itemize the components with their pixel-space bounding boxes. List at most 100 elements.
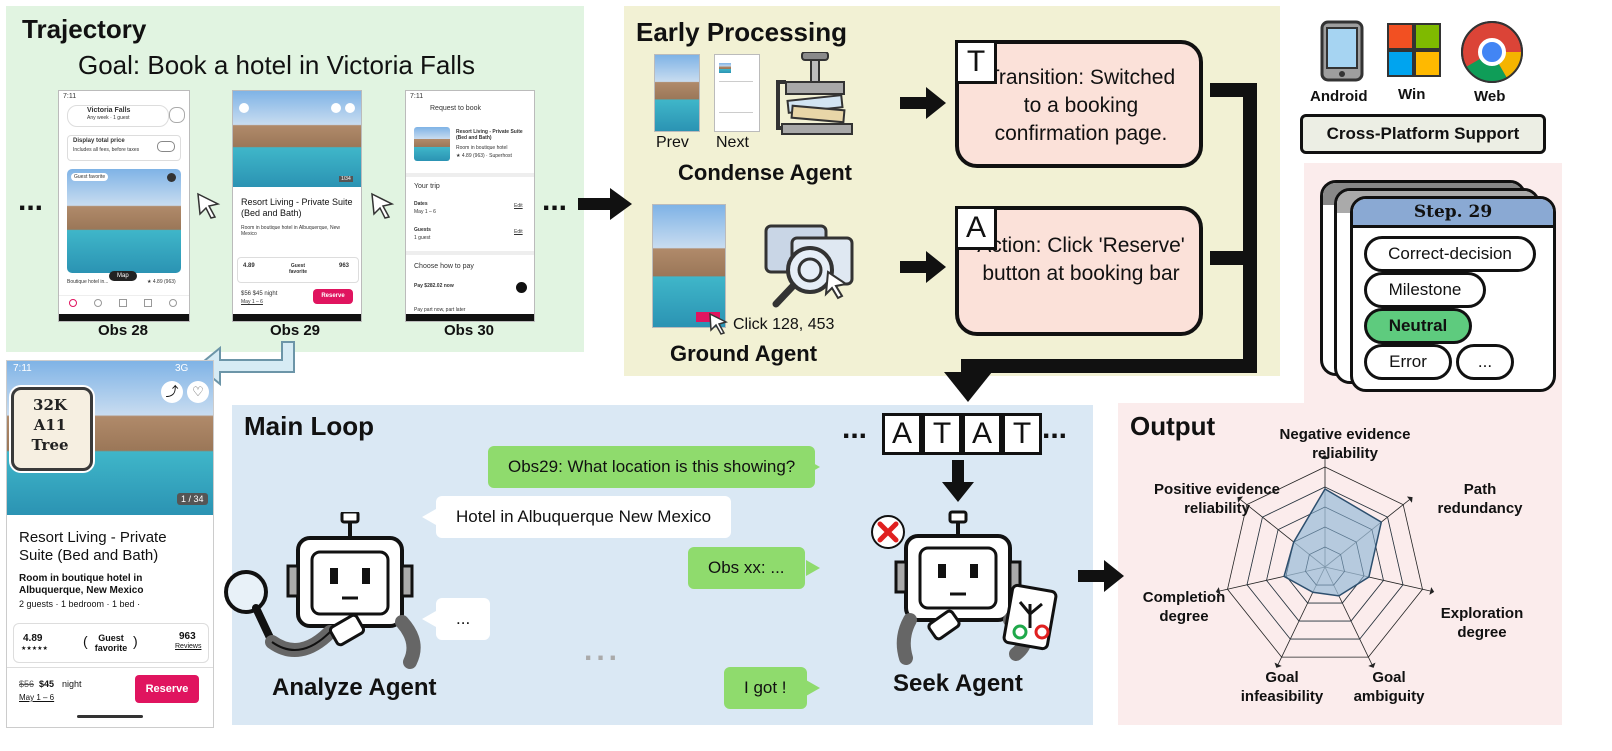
heart-icon[interactable] [345,103,355,113]
search-location: Victoria Falls [87,107,131,114]
dates-edit[interactable]: Edit [514,203,523,209]
reserve-button[interactable]: Reserve [135,675,199,703]
ground-thumbnail [652,204,726,328]
toggle-sub: Includes all fees, before taxes [73,147,140,153]
listing-name: Boutique hotel in... [67,279,109,285]
listing-photo[interactable] [233,91,361,187]
nav-wishlist-icon[interactable] [94,299,102,307]
pay-now[interactable]: Pay $282.02 now [414,283,454,289]
divider [406,173,534,177]
bubble-tail [422,509,436,525]
radar-grid-overlay [1246,486,1404,640]
search-sub: Any week · 1 guest [87,115,130,121]
radar-data-area [1283,487,1383,597]
price-toggle-card[interactable] [67,135,181,161]
radar-axis-arrow [1321,455,1329,459]
guest-favorite: Guest favorite [94,633,128,653]
search-bar[interactable] [67,105,169,127]
zoom-details: 2 guests · 1 bedroom · 1 bed · [19,599,141,609]
back-icon[interactable] [239,103,249,113]
heart-icon[interactable]: ♡ [187,381,209,403]
seek-agent-label: Seek Agent [893,670,1023,697]
filter-icon[interactable] [169,107,185,123]
toggle-switch[interactable] [157,141,175,152]
radar-chart [1215,455,1435,668]
chrome-icon [1461,21,1523,83]
windows-icon [1387,23,1441,77]
zoom-status-signal: 3G [175,363,189,374]
option-milestone[interactable]: Milestone [1364,272,1486,308]
toggle-title: Display total price [73,138,125,144]
option-correct-decision[interactable]: Correct-decision [1364,236,1536,272]
option-error[interactable]: Error [1364,344,1452,380]
radio-selected[interactable] [516,282,527,293]
nav-inbox-icon[interactable] [144,299,152,307]
axis-label-exploration: Exploration degree [1440,605,1524,641]
trajectory-title: Trajectory [22,14,147,44]
arrow-down [942,460,974,502]
stamp-text: 32K A11 Tree [31,396,69,454]
next-thumb-lines [719,81,753,113]
android-label: Android [1310,88,1368,105]
guests-edit[interactable]: Edit [514,229,523,235]
axis-label-path-redundancy: Path redundancy [1437,481,1523,517]
axis-label-goal-infeasibility: Goal infeasibility [1240,669,1324,705]
conversation-ellipsis: ... [584,634,622,667]
price-unit: night [62,679,82,689]
axis-label-completion: Completion degree [1142,589,1226,625]
dates-value: May 1 – 6 [414,209,436,215]
zoom-sub: Room in boutique hotel in Albuquerque, N… [19,573,144,596]
price: $56 $45 night [241,291,278,297]
price-old: $56 [19,679,35,689]
step-label: Step. 29 [1413,202,1493,222]
listing-title: Resort Living - Private Suite (Bed and B… [456,129,523,141]
analyze-agent-label: Analyze Agent [272,674,437,701]
ground-thumb-reserve [696,312,720,322]
heart-icon[interactable] [167,173,176,182]
output-title: Output [1130,411,1216,441]
zoom-status-time: 7:11 [13,363,32,374]
radar-grid-overlay [1266,506,1384,622]
bubble-question-obsxx: Obs xx: ... [688,547,805,589]
reviews-label: Reviews [175,643,202,650]
bubble-i-got: I got ! [724,667,807,709]
option-more[interactable]: ... [1456,344,1514,380]
nav-trips-icon[interactable] [119,299,127,307]
axis-label-goal-ambiguity: Goal ambiguity [1353,669,1425,705]
share-icon[interactable] [331,103,341,113]
phone-obs-29: 1/34 Resort Living - Private Suite (Bed … [232,90,362,322]
photo-counter: 1/34 [339,176,353,182]
sequence-a-1: A [882,413,922,455]
guests-label: Guests [414,227,431,233]
radar-axis-arrow [1237,496,1244,503]
listing-sub: Room in boutique hotel [456,145,508,151]
radar-axis-arrow [1429,587,1435,595]
sequence-ellipsis-right: ... [1042,412,1068,445]
reserve-button[interactable]: Reserve [313,289,353,304]
share-icon[interactable]: ⤴ [161,381,183,403]
bottom-nav[interactable] [59,295,189,312]
photo-counter: 1 / 34 [177,493,208,505]
status-time: 7:11 [410,93,424,100]
magnifier-screen-icon [764,224,854,308]
prev-thumbnail [654,54,700,132]
listing-photo[interactable] [67,169,181,273]
pay-part[interactable]: Pay part now, part later [414,307,466,313]
arrow-right [900,87,946,119]
nav-profile-icon[interactable] [169,299,177,307]
map-button[interactable]: Map [109,271,137,281]
obs-29-label: Obs 29 [269,322,321,339]
rating-value: 4.89 [23,633,43,644]
nav-explore-icon[interactable] [69,299,77,307]
guests-value: 1 guest [414,235,431,241]
bubble-tail [806,459,820,475]
next-thumbnail [714,54,760,132]
clamp-icon [776,52,853,135]
zoom-title: Resort Living - Private Suite (Bed and B… [19,529,167,564]
home-bar [233,314,361,321]
radar-grid-ring [1227,466,1423,658]
trajectory-ellipsis-right: ... [542,184,568,217]
home-bar [406,314,534,321]
transition-tag: T [955,40,997,84]
option-neutral[interactable]: Neutral [1364,308,1472,344]
